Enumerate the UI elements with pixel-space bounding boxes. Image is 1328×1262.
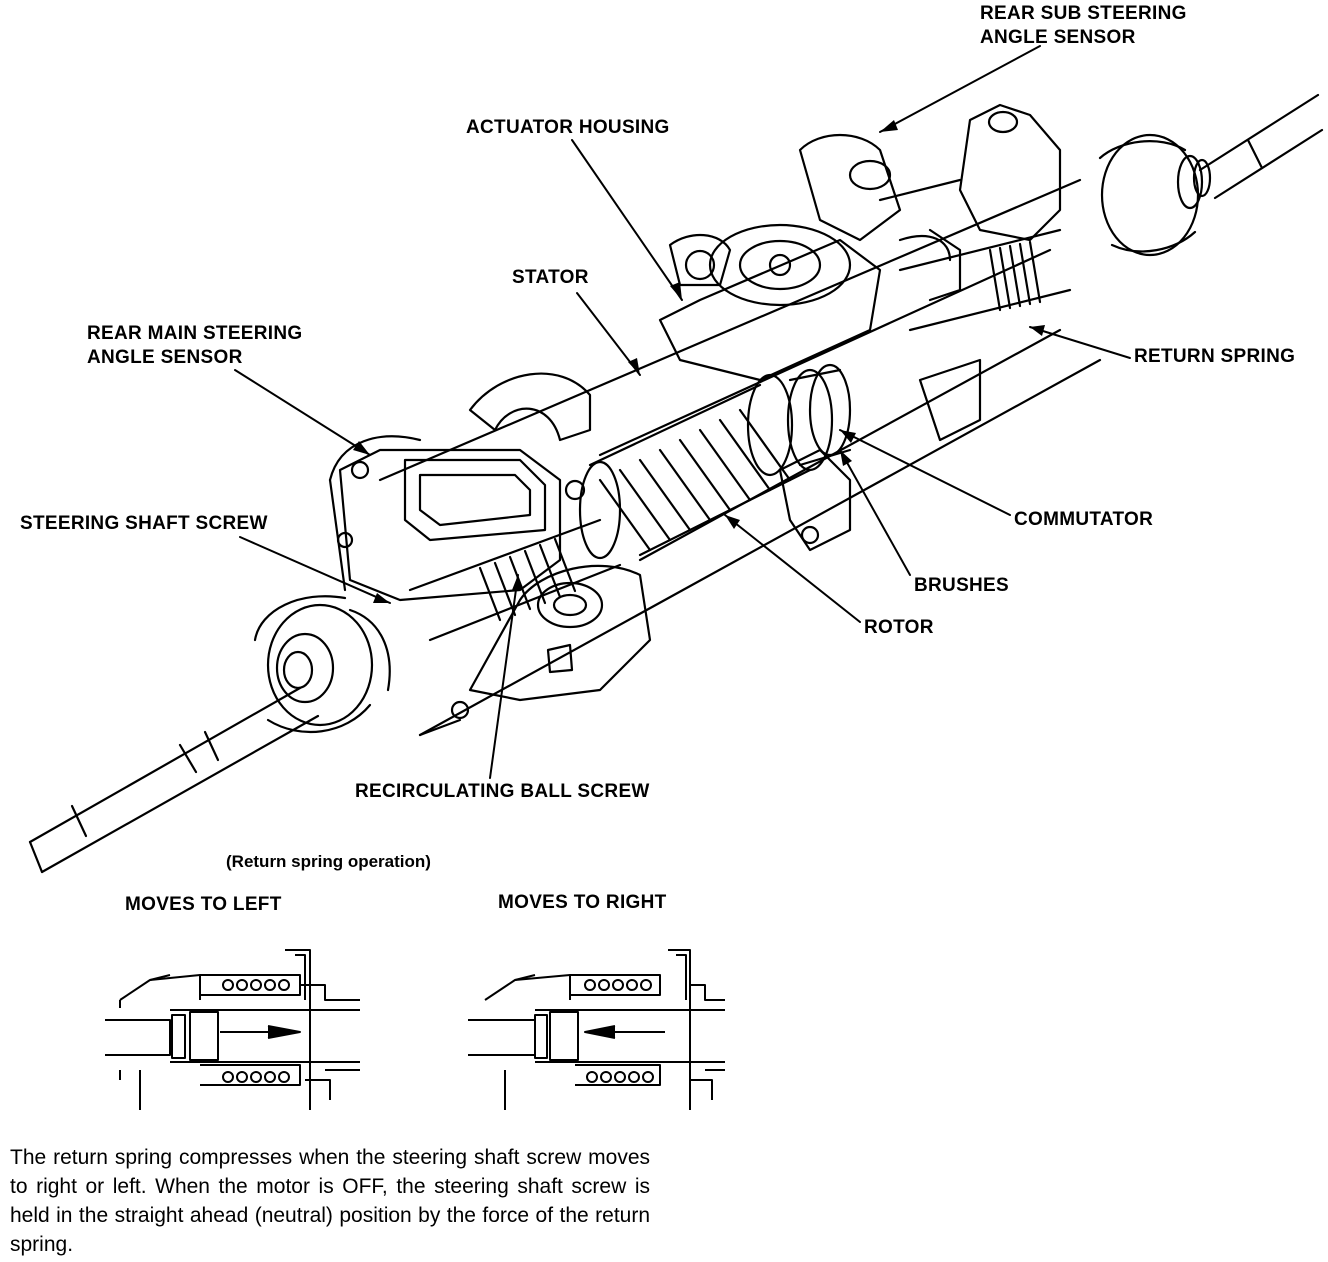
left-housing xyxy=(336,372,592,720)
label-line: ANGLE SENSOR xyxy=(980,27,1136,48)
cross-section-left xyxy=(105,949,360,1110)
label-line: REAR SUB STEERING xyxy=(980,3,1187,24)
label-line: ANGLE SENSOR xyxy=(87,347,243,368)
label-actuator-housing: ACTUATOR HOUSING xyxy=(466,117,670,138)
label-rear-main-steering-angle-sensor: REAR MAIN STEERING ANGLE SENSOR xyxy=(87,322,302,370)
actuator-body xyxy=(328,178,1102,737)
label-recirculating-ball-screw: RECIRCULATING BALL SCREW xyxy=(355,781,650,802)
label-stator: STATOR xyxy=(512,267,589,288)
lower-bracket xyxy=(468,564,652,702)
right-boot xyxy=(1098,133,1212,257)
right-steering-shaft xyxy=(1198,93,1324,200)
left-steering-shaft xyxy=(28,686,320,874)
cross-section-right xyxy=(468,949,725,1110)
moves-left-title: MOVES TO LEFT xyxy=(125,894,282,915)
label-line: REAR MAIN STEERING xyxy=(87,323,303,344)
left-boot xyxy=(253,595,391,734)
leader-arrowheads xyxy=(353,120,1045,603)
actuator-housing-top xyxy=(658,223,882,382)
ball-screw xyxy=(408,518,622,642)
moves-right-title: MOVES TO RIGHT xyxy=(498,892,667,913)
right-lower-housing xyxy=(778,448,852,552)
label-return-spring: RETURN SPRING xyxy=(1134,346,1296,367)
description-paragraph: The return spring compresses when the st… xyxy=(10,1146,650,1256)
return-spring-caption: (Return spring operation) xyxy=(226,852,431,871)
rear-sub-sensor xyxy=(798,103,1062,302)
label-brushes: BRUSHES xyxy=(914,575,1010,596)
return-spring xyxy=(898,228,1072,442)
label-steering-shaft-screw: STEERING SHAFT SCREW xyxy=(20,513,268,534)
label-rotor: ROTOR xyxy=(864,617,934,638)
label-rear-sub-steering-angle-sensor: REAR SUB STEERING ANGLE SENSOR xyxy=(980,2,1187,50)
label-commutator: COMMUTATOR xyxy=(1014,509,1154,530)
leader-lines xyxy=(234,45,1131,779)
